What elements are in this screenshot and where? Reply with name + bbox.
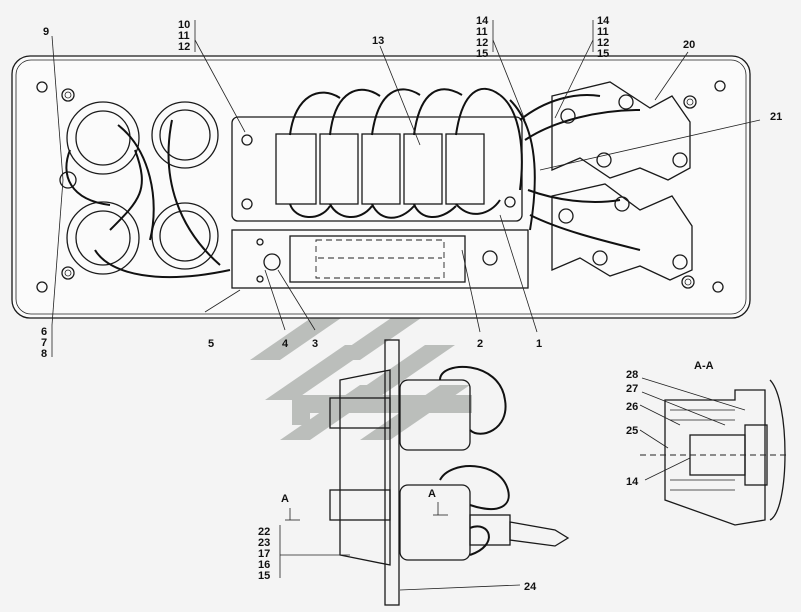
watermark-logo [250,305,472,440]
label-12: 12 [597,37,609,49]
label-7: 7 [41,337,47,349]
relay-block [231,87,536,231]
side-view [329,339,570,606]
label-26: 26 [626,401,638,413]
label-22: 22 [258,526,270,538]
label-3: 3 [312,338,318,350]
label-12: 12 [178,41,190,53]
label-4: 4 [282,338,289,350]
callout-labels: 9 10 11 12 13 14 11 12 15 14 11 12 15 20… [41,15,782,593]
label-17: 17 [258,548,270,560]
label-10: 10 [178,19,190,31]
label-a-right: А [428,488,436,500]
label-8: 8 [41,348,47,360]
mounting-holes [36,80,726,293]
label-13: 13 [372,35,384,47]
label-15: 15 [476,48,488,60]
leader-lines [51,20,761,591]
label-23: 23 [258,537,270,549]
label-14: 14 [597,15,610,27]
label-14: 14 [476,15,489,27]
label-16: 16 [258,559,270,571]
label-section-aa: А-А [694,360,714,372]
label-9: 9 [43,26,49,38]
label-11: 11 [597,26,609,38]
label-14: 14 [626,476,639,488]
section-aa [640,379,790,526]
right-switches [519,81,693,281]
label-6: 6 [41,326,47,338]
label-21: 21 [770,111,782,123]
round-connectors [59,101,231,279]
plug-block [231,229,529,289]
label-24: 24 [524,581,537,593]
label-15: 15 [258,570,270,582]
label-28: 28 [626,369,638,381]
label-27: 27 [626,383,638,395]
label-25: 25 [626,425,638,437]
label-5: 5 [208,338,214,350]
label-11: 11 [476,26,488,38]
label-1: 1 [536,338,542,350]
panel-plate [11,55,751,319]
label-2: 2 [477,338,483,350]
label-11: 11 [178,30,190,42]
label-a-left: А [281,493,289,505]
label-15: 15 [597,48,609,60]
label-12: 12 [476,37,488,49]
label-20: 20 [683,39,695,51]
